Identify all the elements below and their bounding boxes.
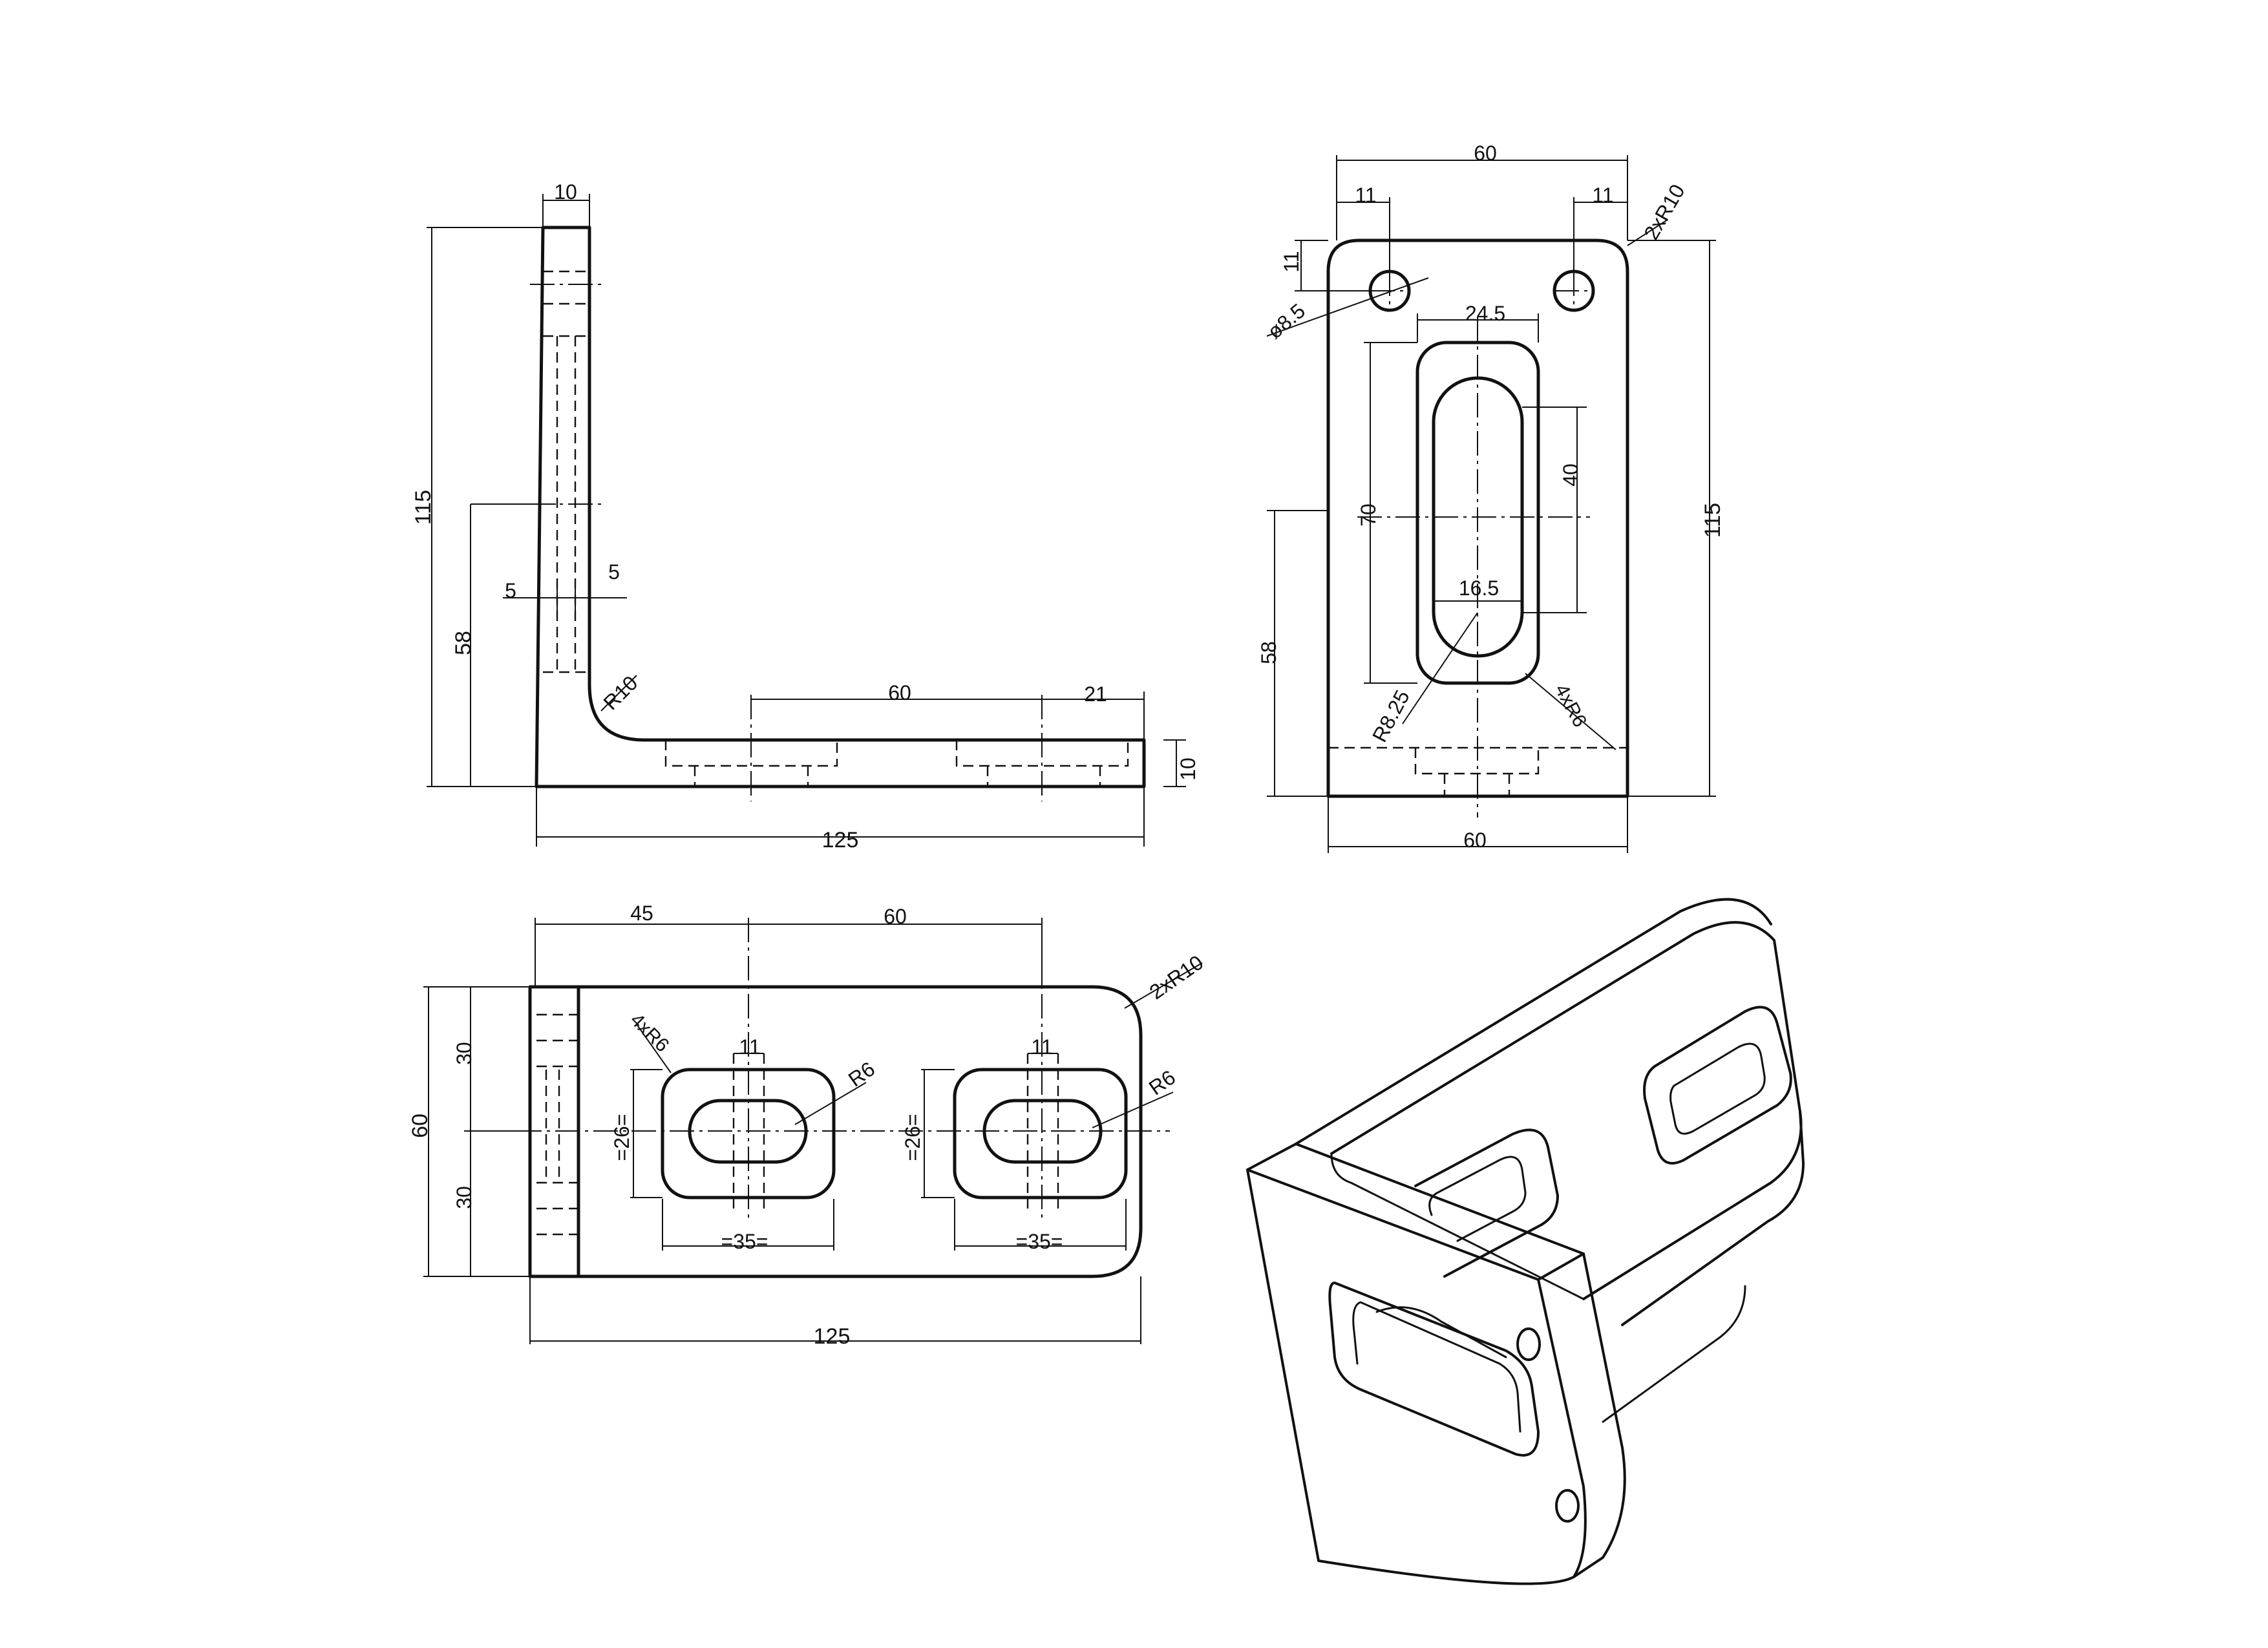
top-view-outline [528,985,1143,1278]
iso-base-slot-1 [1428,1156,1527,1242]
top-pocket-2 [953,1068,1128,1199]
dimension-top-pocket1-height: =26= [610,1114,633,1161]
iso-plate-hole-upper [1516,1327,1541,1361]
dimension-top-slot1-width: 11 [739,1035,760,1059]
side-view-outline [1326,238,1629,798]
iso-base-thickness [1295,898,1805,1326]
dimension-front-slot-right: 5 [608,560,620,584]
iso-plate-pocket [1328,1282,1540,1457]
dimension-side-corner-radius: 2xR10 [1639,180,1689,244]
front-hidden-lines-upright [543,270,589,673]
dimension-top-half-lower: 30 [452,1186,476,1209]
iso-base-slot-2 [1669,1042,1766,1135]
dimension-top-pocket-radius: 4xR6 [626,1009,673,1057]
dimension-side-slot-from-base: 58 [1257,641,1280,664]
iso-base-pocket-1 [1414,1128,1559,1278]
dimension-side-hole-left: 11 [1355,184,1376,207]
dimension-front-height: 115 [411,490,436,525]
dimension-top-half-upper: 30 [452,1042,476,1065]
dimension-top-first-slot: 45 [630,902,653,925]
iso-base-underside [1602,1285,1746,1423]
dimension-top-pocket2-width: =35= [1016,1230,1063,1253]
top-view [423,918,1203,1344]
dimension-side-slot-length: 40 [1559,463,1582,487]
front-dimension-lines [427,194,1186,847]
front-hidden-lines-base [664,740,1129,787]
top-dimension-lines [423,918,1203,1344]
dimension-top-width: 60 [408,1114,432,1138]
dimension-top-corner-radius: 2xR10 [1145,951,1207,1004]
dimension-side-hole-right: 11 [1592,184,1613,207]
dimension-front-thickness: 10 [554,180,577,204]
top-hidden-lines [536,1013,1059,1236]
dimension-front-end-offset: 21 [1084,682,1107,706]
iso-plate-slot-inner [1375,1306,1507,1358]
dimension-front-hole-height: 58 [451,631,476,655]
dimension-front-base-thickness: 10 [1176,757,1200,781]
dimension-side-hole-top: 11 [1280,251,1303,272]
isometric-view [1246,898,1805,1585]
front-view-outline [535,226,1146,788]
iso-base-top [1330,921,1803,1300]
dimension-side-hole-dia: ø8.5 [1263,299,1309,344]
dimension-top-slot-spacing: 60 [884,905,907,928]
dimension-top-slot1-radius: R6 [844,1057,879,1092]
dimension-side-slot-width: 16.5 [1459,576,1499,600]
dimension-top-pocket1-width: =35= [721,1230,768,1253]
dimension-top-pocket2-height: =26= [901,1114,924,1161]
dimension-front-hole-spacing: 60 [888,681,911,704]
iso-bend-fillet [1330,1152,1585,1300]
iso-plate-top [1246,1143,1585,1281]
iso-base-pocket-2 [1643,1006,1792,1165]
side-view [1266,155,1716,853]
dimension-side-pocket-radius: 4xR6 [1551,681,1591,730]
front-view [427,194,1186,847]
dimension-side-pocket-height: 70 [1357,503,1380,527]
dimension-side-pocket-width: 24.5 [1465,302,1505,325]
iso-plate-slot [1352,1301,1521,1433]
iso-plate-hole-lower [1555,1489,1580,1523]
side-dimension-lines [1266,155,1716,853]
iso-front-plate [1246,1168,1587,1585]
front-center-lines [530,284,1043,801]
dimension-side-width-top: 60 [1474,142,1497,165]
dimension-side-height: 115 [1701,503,1725,538]
dimension-top-length: 125 [814,1324,851,1349]
dimension-front-slot-left: 5 [505,579,516,602]
dimension-top-slot2-radius: R6 [1145,1066,1180,1100]
dimension-top-slot2-width: 11 [1031,1035,1052,1059]
dimension-side-width-bottom: 60 [1463,829,1487,852]
dimension-front-length: 125 [822,828,859,852]
iso-plate-side [1573,1252,1626,1578]
dimension-front-bend-radius: R10 [599,671,642,715]
